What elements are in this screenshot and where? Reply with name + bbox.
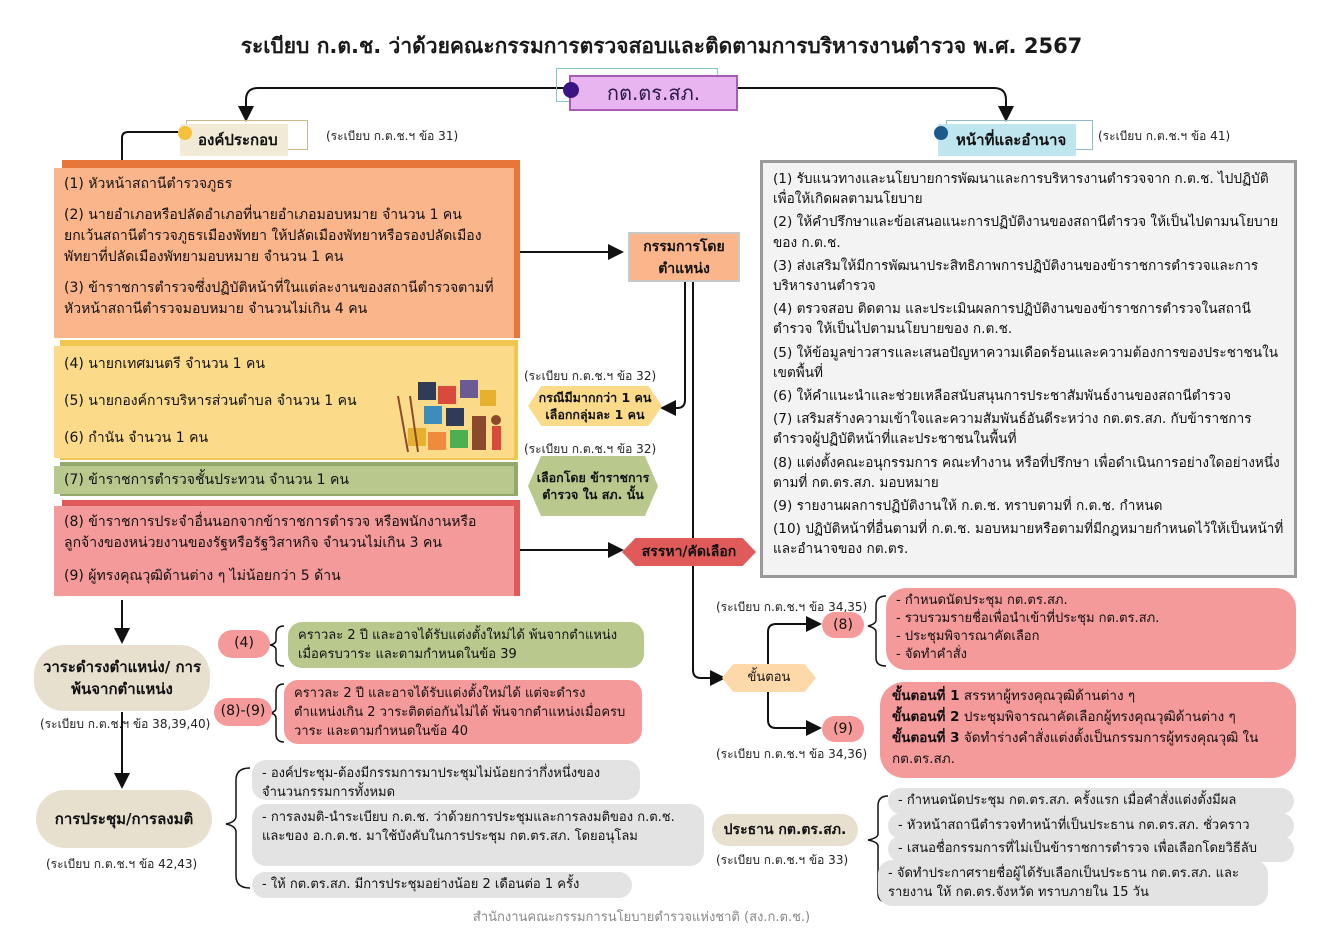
member-7: (7) ข้าราชการตำรวจชั้นประทวน จำนวน 1 คน xyxy=(64,472,349,488)
choose-by-ref: (ระเบียบ ก.ต.ช.ฯ ข้อ 32) xyxy=(524,442,657,456)
steps-8-tag: (8) xyxy=(822,612,864,638)
steps-9-tag: (9) xyxy=(822,716,864,742)
member-6: (6) กำนัน จำนวน 1 คน xyxy=(64,430,209,446)
puzzle-illustration xyxy=(388,376,510,456)
duty-2: (2) ให้คำปรึกษาและข้อเสนอแนะการปฏิบัติงา… xyxy=(773,214,1279,251)
members-yellow-panel: (4) นายกเทศมนตรี จำนวน 1 คน (5) นายกองค์… xyxy=(54,346,514,458)
term-89-tag: (8)-(9) xyxy=(214,698,272,726)
meeting-oval: การประชุม/การลงมติ xyxy=(36,790,212,848)
members-pink-panel: (8) ข้าราชการประจำอื่นนอกจากข้าราชการตำร… xyxy=(54,506,514,596)
ex-officio-box: กรรมการโดยตำแหน่ง xyxy=(628,232,740,282)
term-oval: วาระดำรงตำแหน่ง/ การพ้นจากตำแหน่ง xyxy=(34,645,210,711)
step8-item-3: - ประชุมพิจารณาคัดเลือก xyxy=(896,629,1040,644)
step-3-label: ขั้นตอนที่ 3 xyxy=(892,730,960,746)
duty-10: (10) ปฏิบัติหน้าที่อื่นตามที่ ก.ต.ช. มอบ… xyxy=(773,521,1284,558)
step-2-label: ขั้นตอนที่ 2 xyxy=(892,709,960,725)
duty-5: (5) ให้ข้อมูลข่าวสารและเสนอปัญหาความเดือ… xyxy=(773,344,1278,381)
duty-6: (6) ให้คำแนะนำและช่วยเหลือสนับสนุนการประ… xyxy=(773,388,1232,405)
member-4: (4) นายกเทศมนตรี จำนวน 1 คน xyxy=(64,356,265,372)
steps-9-ref: (ระเบียบ ก.ต.ช.ฯ ข้อ 34,36) xyxy=(716,747,868,761)
choose-group-ref: (ระเบียบ ก.ต.ช.ฯ ข้อ 32) xyxy=(524,369,657,383)
left-header-ref: (ระเบียบ ก.ต.ช.ฯ ข้อ 31) xyxy=(326,129,459,143)
step-1-label: ขั้นตอนที่ 1 xyxy=(892,688,960,704)
duty-9: (9) รายงานผลการปฏิบัติงานให้ ก.ต.ช. ทราบ… xyxy=(773,498,1163,515)
meeting-item-2: - การลงมติ-นำระเบียบ ก.ต.ช. ว่าด้วยการปร… xyxy=(252,804,704,866)
steps-label: ขั้นตอน xyxy=(722,664,816,692)
center-bullet-icon xyxy=(563,82,579,98)
term-4-text: คราวละ 2 ปี และอาจได้รับแต่งตั้งใหม่ได้ … xyxy=(288,622,644,668)
duties-panel: (1) รับแนวทางและนโยบายการพัฒนาและการบริห… xyxy=(760,160,1297,578)
chair-oval: ประธาน กต.ตร.สภ. xyxy=(712,814,858,846)
duty-3: (3) ส่งเสริมให้มีการพัฒนาประสิทธิภาพการป… xyxy=(773,257,1259,295)
duty-7: (7) เสริมสร้างความเข้าใจและความสัมพันธ์อ… xyxy=(773,411,1252,448)
left-header: องค์ประกอบ xyxy=(180,124,288,156)
blue-bullet-icon xyxy=(934,126,948,140)
member-9: (9) ผู้ทรงคุณวุฒิด้านต่าง ๆ ไม่น้อยกว่า … xyxy=(64,568,341,584)
steps-9-panel: ขั้นตอนที่ 1 สรรหาผู้ทรงคุณวุฒิด้านต่าง … xyxy=(880,682,1296,778)
duty-4: (4) ตรวจสอบ ติดตาม และประเมินผลการปฏิบัต… xyxy=(773,301,1251,338)
members-green-panel: (7) ข้าราชการตำรวจชั้นประทวน จำนวน 1 คน xyxy=(54,466,514,494)
page-title: ระเบียบ ก.ต.ช. ว่าด้วยคณะกรรมการตรวจสอบแ… xyxy=(240,34,1083,58)
chair-item-2: - หัวหน้าสถานีตำรวจทำหน้าที่เป็นประธาน ก… xyxy=(888,813,1294,839)
recruit-hex: สรรหา/คัดเลือก xyxy=(622,538,756,566)
term-89-text: คราวละ 2 ปี และอาจได้รับแต่งตั้งใหม่ได้ … xyxy=(284,680,642,744)
step8-item-1: - กำหนดนัดประชุม กต.ตร.สภ. xyxy=(896,593,1068,608)
member-5: (5) นายกองค์การบริหารส่วนตำบล จำนวน 1 คน xyxy=(64,393,357,409)
members-orange-panel: (1) หัวหน้าสถานีตำรวจภูธร (2) นายอำเภอหร… xyxy=(54,168,514,338)
member-2: (2) นายอำเภอหรือปลัดอำเภอที่นายอำเภอมอบห… xyxy=(64,207,482,265)
chair-item-4: - จัดทำประกาศรายชื่อผู้ได้รับเลือกเป็นปร… xyxy=(878,860,1268,906)
right-header: หน้าที่และอำนาจ xyxy=(938,124,1077,156)
right-header-ref: (ระเบียบ ก.ต.ช.ฯ ข้อ 41) xyxy=(1098,129,1231,143)
term-4-tag: (4) xyxy=(218,630,270,658)
member-1: (1) หัวหน้าสถานีตำรวจภูธร xyxy=(64,176,233,192)
step8-item-2: - รวบรวมรายชื่อเพื่อนำเข้าที่ประชุม กต.ต… xyxy=(896,611,1160,626)
duty-1: (1) รับแนวทางและนโยบายการพัฒนาและการบริห… xyxy=(773,171,1269,208)
chair-ref: (ระเบียบ ก.ต.ช.ฯ ข้อ 33) xyxy=(716,853,849,867)
center-node: กต.ตร.สภ. xyxy=(569,75,738,111)
meeting-item-3: - ให้ กต.ตร.สภ. มีการประชุมอย่างน้อย 2 เ… xyxy=(252,872,632,898)
footer: สำนักงานคณะกรรมการนโยบายตำรวจแห่งชาติ (ส… xyxy=(472,910,811,925)
step-1-text: สรรหาผู้ทรงคุณวุฒิด้านต่าง ๆ xyxy=(959,688,1136,704)
yellow-bullet-icon xyxy=(178,126,192,140)
member-8: (8) ข้าราชการประจำอื่นนอกจากข้าราชการตำร… xyxy=(64,514,477,551)
choose-group-hex: กรณีมีมากกว่า 1 คน เลือกกลุ่มละ 1 คน xyxy=(528,386,662,426)
step8-item-4: - จัดทำคำสั่ง xyxy=(896,647,968,662)
duty-8: (8) แต่งตั้งคณะอนุกรรมการ คณะทำงาน หรือท… xyxy=(773,454,1280,491)
choose-by-hex: เลือกโดย ข้าราชการตำรวจ ใน สภ. นั้น xyxy=(528,456,658,516)
steps-8-panel: - กำหนดนัดประชุม กต.ตร.สภ. - รวบรวมรายชื… xyxy=(886,588,1296,670)
step-2-text: ประชุมพิจารณาคัดเลือกผู้ทรงคุณวุฒิด้านต่… xyxy=(959,709,1236,725)
term-ref: (ระเบียบ ก.ต.ช.ฯ ข้อ 38,39,40) xyxy=(40,717,211,731)
step-3-text: จัดทำร่างคำสั่งแต่งตั้งเป็นกรรมการผู้ทรง… xyxy=(892,730,1259,767)
chair-item-3: - เสนอชื่อกรรมการที่ไม่เป็นข้าราชการตำรว… xyxy=(888,836,1294,862)
member-3: (3) ข้าราชการตำรวจซึ่งปฏิบัติหน้าที่ในแต… xyxy=(64,280,494,317)
chair-item-1: - กำหนดนัดประชุม กต.ตร.สภ. ครั้งแรก เมื่… xyxy=(888,788,1294,814)
steps-8-ref: (ระเบียบ ก.ต.ช.ฯ ข้อ 34,35) xyxy=(716,600,868,614)
meeting-item-1: - องค์ประชุม-ต้องมีกรรมการมาประชุมไม่น้อ… xyxy=(252,760,640,800)
meeting-ref: (ระเบียบ ก.ต.ช.ฯ ข้อ 42,43) xyxy=(46,857,198,871)
